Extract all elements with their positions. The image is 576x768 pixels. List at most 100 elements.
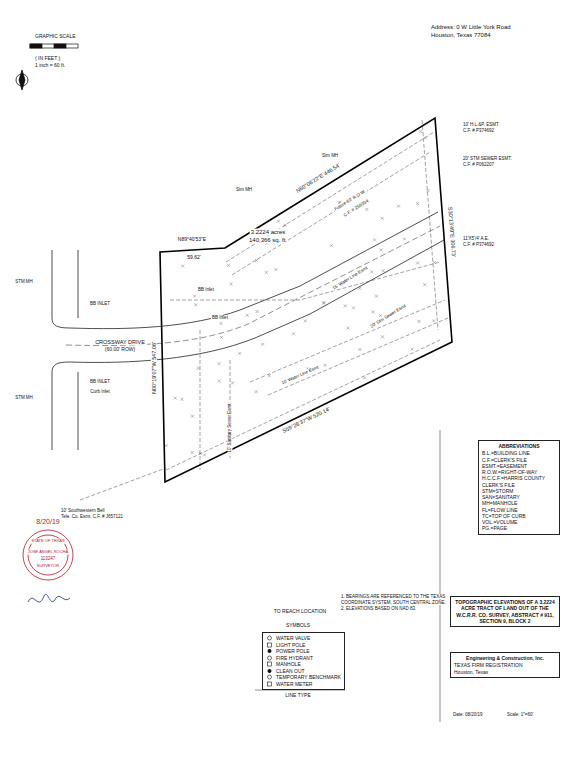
box-item: ESMT.=EASEMENT [482, 463, 556, 469]
elevation-mark [375, 295, 378, 298]
elevation-mark [238, 352, 241, 355]
plat-label: COORDINATE SYSTEM, SOUTH CENTRAL ZONE. [340, 600, 447, 605]
plat-label: S30°13'49"E 306.73' [447, 206, 457, 259]
title-block: TOPOGRAPHIC ELEVATIONS OF A 3.2224 ACRE … [450, 596, 560, 627]
plat-label: Scale: 1"=60' [506, 712, 534, 717]
box-item: C.F.=CLERK'S FILE [482, 457, 556, 463]
elevation-mark [403, 237, 406, 240]
plat-label: (60.00' ROW) [104, 347, 136, 353]
plat-label: STATE OF TEXAS [30, 539, 65, 544]
legend-row: FIRE HYDRANT [266, 655, 341, 662]
legend-symbol [266, 681, 273, 687]
plat-label: 20' STM SEWER ESMT. [462, 156, 513, 161]
elevation-mark [191, 451, 194, 454]
plat-label: 20' Stm Sewer Esmt [369, 303, 408, 330]
legend-symbol [266, 642, 273, 648]
plat-label: Curb Inlet [89, 389, 111, 394]
plat-label: 10' Southwestern Bell [60, 508, 105, 513]
plat-label: 59.62' [186, 255, 201, 261]
elevation-mark [433, 261, 436, 264]
elevation-mark [416, 261, 419, 264]
legend-row: CLEAN OUT [266, 668, 341, 675]
legend-row: WATER METER [266, 681, 341, 688]
plat-label: S59°26'37"W 520.14' [280, 405, 331, 434]
plat-label: Date: 08/20/19 [452, 712, 484, 717]
legend-row: TEMPORARY BENCHMARK [266, 674, 341, 681]
plat-label: 113247 [40, 556, 57, 561]
plat-label: 2. ELEVATIONS BASED ON NAD 83. [340, 606, 417, 611]
legend-text: POWER POLE [276, 648, 310, 655]
elevation-mark [322, 302, 325, 305]
elevation-mark [344, 304, 347, 307]
elevation-mark [365, 208, 368, 211]
elevation-mark [230, 283, 233, 286]
elevation-mark [174, 397, 177, 400]
signature [28, 594, 70, 602]
elevation-mark [268, 374, 271, 377]
elevation-mark [432, 319, 435, 322]
elevation-mark [255, 390, 258, 393]
elevation-mark [427, 189, 430, 192]
box-item: MH=MANHOLE [482, 500, 556, 506]
legend-text: MANHOLE [276, 661, 301, 668]
elevation-mark [218, 362, 221, 365]
plat-label: Stm MH [321, 153, 339, 158]
box-item: TC=TOP OF CURB [482, 513, 556, 519]
elevation-mark [330, 244, 333, 247]
plat-label: N00°19'07"W 547.06' [151, 341, 157, 395]
elevation-mark [220, 336, 223, 339]
plat-label: Address: 0 W Little York Road [430, 24, 512, 31]
elevation-mark [191, 415, 194, 418]
box-item: FL=FLOW LINE [482, 507, 556, 513]
elevation-mark [381, 217, 384, 220]
tract-boundary [160, 118, 452, 482]
elevation-mark [218, 380, 221, 383]
elevation-mark [246, 314, 249, 317]
legend-symbol [266, 668, 273, 674]
box-heading: Engineering & Construction, Inc. [454, 655, 556, 661]
box-item: H.C.C.F.=HARRIS COUNTY CLERK'S FILE [482, 475, 556, 488]
plat-label: 11'X5'/4' A.E. [462, 236, 490, 241]
elevation-mark [410, 348, 413, 351]
elevation-mark [352, 306, 355, 309]
elevation-mark [363, 376, 366, 379]
box-item: B.L.=BUILDING LINE [482, 450, 556, 456]
elevation-mark [256, 310, 259, 313]
elevation-mark [265, 271, 268, 274]
plat-label: Tele. Co. Esmt. C.F. # J657121 [60, 514, 124, 519]
elevation-mark [424, 136, 427, 139]
plat-label: BB Inlet [197, 287, 215, 292]
legend-text: TEMPORARY BENCHMARK [276, 674, 341, 681]
plat-label: N89°40'53"E [177, 237, 207, 243]
elevation-mark [381, 335, 384, 338]
street-lines [52, 212, 444, 450]
company-block: Engineering & Construction, Inc.TEXAS FI… [450, 652, 560, 678]
elevation-mark [370, 270, 373, 273]
legend-symbol [266, 674, 273, 680]
box-item: Houston, Texas [454, 669, 556, 675]
plat-label: 10' H.L.&P. ESMT. [462, 122, 501, 127]
legend-text: LIGHT POLE [276, 642, 305, 649]
box-item: PG.=PAGE [482, 525, 556, 531]
plat-label: SYMBOLS [285, 623, 311, 629]
legend-row: WATER VALVE [266, 635, 341, 642]
elevation-mark [322, 301, 325, 304]
box-heading: ABBREVIATIONS [482, 443, 556, 449]
elevation-mark [197, 367, 200, 370]
box-item: VOL.=VOLUME [482, 519, 556, 525]
graphic-scale [30, 44, 78, 48]
plat-label: C.F. # P062207 [462, 162, 495, 167]
elevation-mark [180, 398, 183, 401]
plat-label: C.F. # P374692 [462, 242, 495, 247]
elevation-mark [380, 248, 383, 251]
elevation-mark [371, 310, 374, 313]
elevation-mark [397, 205, 400, 208]
legend-text: WATER VALVE [276, 635, 310, 642]
plat-label: SURVEYOR [36, 564, 60, 569]
box-item: R.O.W.=RIGHT-OF-WAY [482, 469, 556, 475]
elevation-mark [423, 283, 426, 286]
legend-text: WATER METER [276, 681, 312, 688]
legend-row: POWER POLE [266, 648, 341, 655]
legend-symbol [266, 655, 273, 661]
